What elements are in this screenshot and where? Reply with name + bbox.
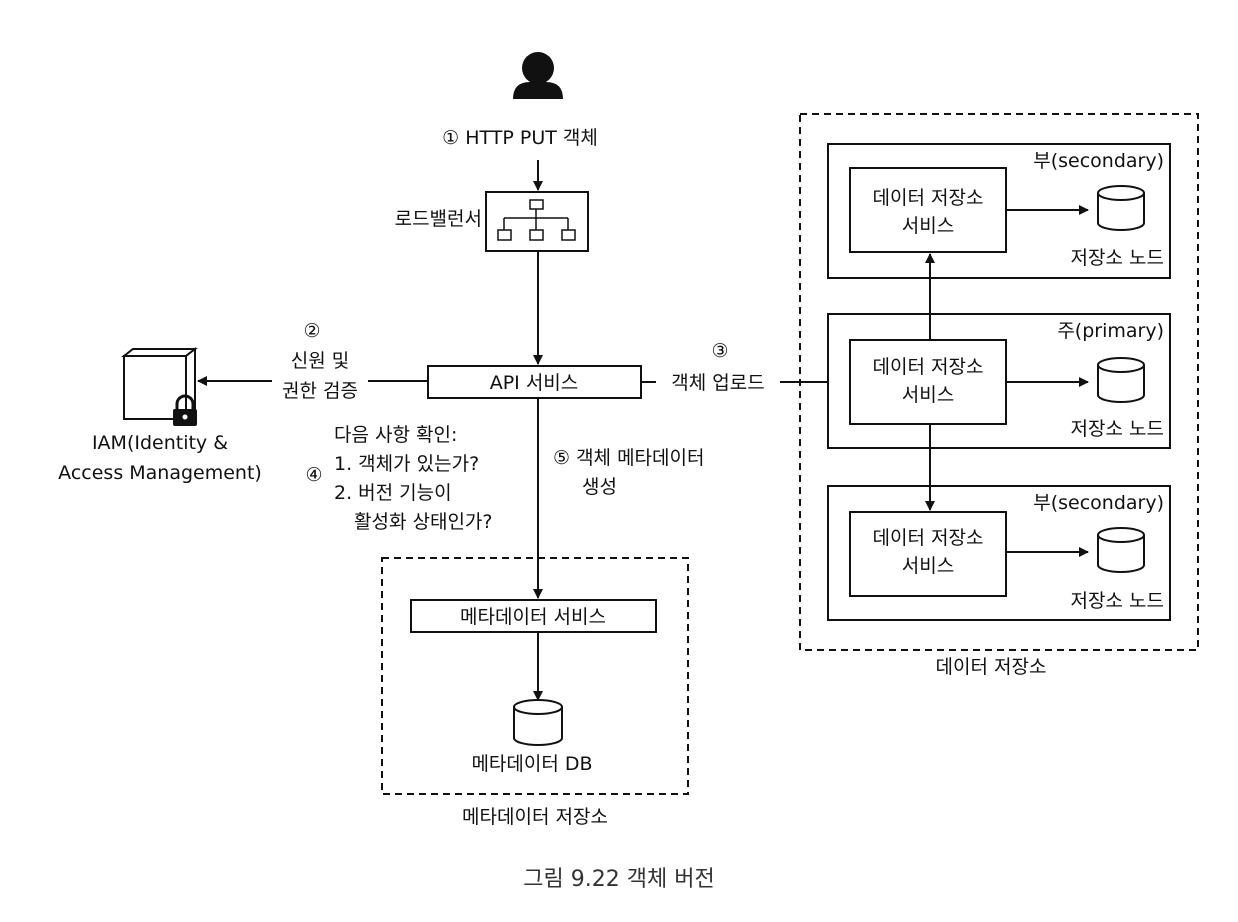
metadata-db-cylinder-icon (513, 699, 563, 746)
data-group-secondary-top: 부(secondary) 데이터 저장소 서비스 저장소 노드 (827, 143, 1171, 279)
load-balancer-label: 로드밸런서 (395, 208, 482, 230)
data-store-service-box (849, 167, 1007, 253)
service-label-line1: 데이터 저장소 (873, 527, 984, 549)
step5-line2: 생성 (582, 476, 617, 498)
user-icon (513, 52, 563, 99)
step2-line1: 신원 및 (291, 350, 349, 372)
step4-line2: 1. 객체가 있는가? (334, 453, 479, 475)
load-balancer-box (485, 191, 589, 252)
api-service-label: API 서비스 (490, 372, 579, 394)
step4-line3: 2. 버전 기능이 (334, 482, 452, 504)
metadata-service-box (410, 599, 657, 633)
iam-label-line1: IAM(Identity & (92, 432, 228, 454)
iam-label-line2: Access Management) (58, 462, 262, 484)
group-role-label: 부(secondary) (1033, 492, 1164, 514)
iam-icon (121, 346, 198, 422)
data-store-title: 데이터 저장소 (936, 656, 1047, 678)
step1-label: ① HTTP PUT 객체 (442, 127, 598, 149)
step4-line1: 다음 사항 확인: (334, 424, 457, 446)
api-service-box (427, 365, 642, 399)
service-label-line1: 데이터 저장소 (873, 187, 984, 209)
step5-line1: ⑤ 객체 메타데이터 (553, 447, 704, 469)
storage-node-cylinder-icon (1097, 527, 1145, 573)
metadata-store-title: 메타데이터 저장소 (462, 806, 608, 828)
step3-number: ③ (711, 340, 728, 362)
step4-number: ④ (305, 464, 322, 486)
storage-node-label: 저장소 노드 (1071, 590, 1164, 612)
data-group-secondary-bottom: 부(secondary) 데이터 저장소 서비스 저장소 노드 (827, 485, 1171, 621)
data-group-primary: 주(primary) 데이터 저장소 서비스 저장소 노드 (827, 313, 1171, 449)
metadata-service-label: 메타데이터 서비스 (460, 606, 606, 628)
data-store-service-box (849, 339, 1007, 425)
service-label-line2: 서비스 (902, 555, 954, 577)
group-role-label: 주(primary) (1057, 320, 1164, 342)
storage-node-label: 저장소 노드 (1071, 418, 1164, 440)
step2-number: ② (303, 320, 320, 342)
service-label-line1: 데이터 저장소 (873, 356, 984, 378)
service-label-line2: 서비스 (902, 384, 954, 406)
storage-node-cylinder-icon (1097, 185, 1145, 231)
storage-node-label: 저장소 노드 (1071, 247, 1164, 269)
service-label-line2: 서비스 (902, 215, 954, 237)
network-hierarchy-icon (497, 199, 576, 241)
figure-caption: 그림 9.22 객체 버전 (523, 867, 714, 892)
step4-line4: 활성화 상태인가? (354, 511, 493, 533)
storage-node-cylinder-icon (1097, 357, 1145, 403)
metadata-store-border (381, 557, 689, 795)
data-store-service-box (849, 511, 1007, 597)
data-store-border (799, 113, 1199, 651)
step3-label: 객체 업로드 (671, 372, 764, 394)
lock-icon (173, 394, 197, 426)
group-role-label: 부(secondary) (1033, 150, 1164, 172)
metadata-db-label: 메타데이터 DB (471, 753, 592, 775)
step2-line2: 권한 검증 (282, 380, 358, 402)
